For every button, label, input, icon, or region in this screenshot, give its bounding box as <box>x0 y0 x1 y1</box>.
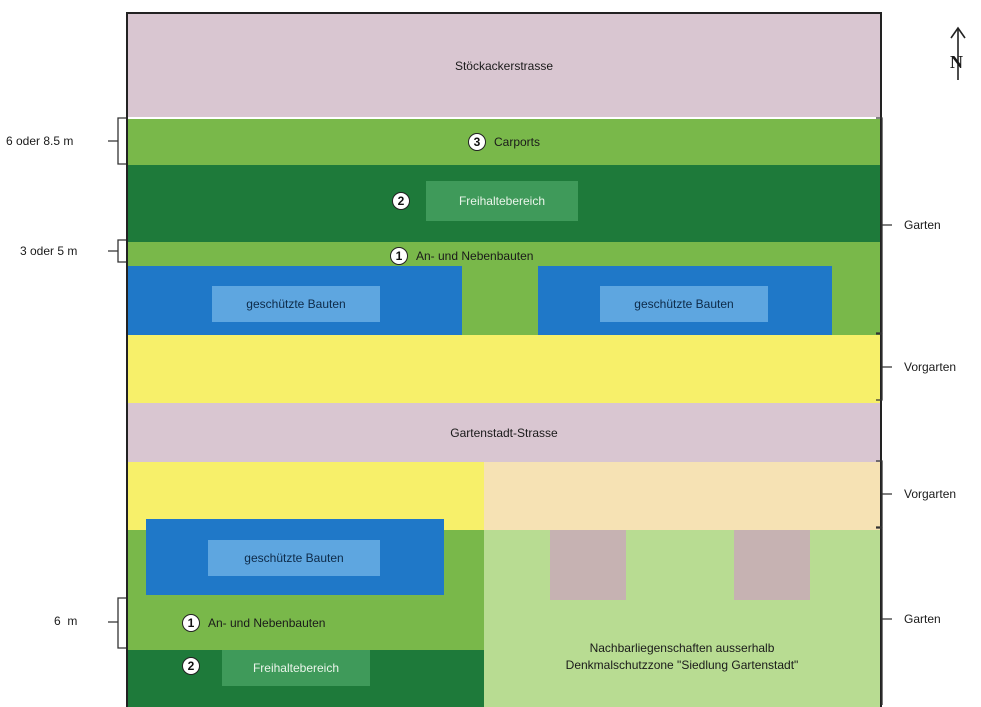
number-badge-1-top: 1 <box>390 247 408 265</box>
freihalte-label-top: Freihaltebereich <box>458 194 546 208</box>
right-bracket-garten-top <box>876 117 892 334</box>
neighbor-house-2 <box>734 530 810 600</box>
freihalte-label-box-top: Freihaltebereich <box>426 181 578 221</box>
protected-label-box-top-left: geschützte Bauten <box>212 286 380 322</box>
neighbor-text-line1: Nachbarliegenschaften ausserhalb <box>589 641 775 655</box>
zone-label-garten-top: Garten <box>904 218 941 232</box>
anbauten-row-bottom: 1 An- und Nebenbauten <box>182 614 325 632</box>
anbauten-label-bottom: An- und Nebenbauten <box>208 616 326 630</box>
vorgarten-zone-bottom-right <box>484 462 880 530</box>
site-plan: Stöckackerstrasse 3 Carports 2 Freihalte… <box>126 12 882 707</box>
zone-label-vorgarten-top: Vorgarten <box>904 360 957 374</box>
dimension-label-1: 6 oder 8.5 m <box>6 134 74 148</box>
right-bracket-vorgarten-bottom <box>876 460 892 528</box>
number-badge-1-bottom: 1 <box>182 614 200 632</box>
right-bracket-garten-bottom <box>876 527 892 705</box>
street-gartenstadt: Gartenstadt-Strasse <box>128 403 880 462</box>
protected-label-bottom: geschützte Bauten <box>244 551 344 565</box>
street-label-middle: Gartenstadt-Strasse <box>450 425 558 440</box>
anbauten-label-top: An- und Nebenbauten <box>416 249 534 263</box>
neighbor-text-line2: Denkmalschutzzone "Siedlung Gartenstadt" <box>565 658 799 672</box>
right-bracket-vorgarten-top <box>876 333 892 401</box>
protected-label-box-top-right: geschützte Bauten <box>600 286 768 322</box>
carports-label: Carports <box>493 135 540 149</box>
protected-label-top-right: geschützte Bauten <box>634 297 734 311</box>
protected-label-box-bottom: geschützte Bauten <box>208 540 380 576</box>
zone-label-garten-bottom: Garten <box>904 612 941 626</box>
number-badge-2-top: 2 <box>392 192 410 210</box>
street-stoeckacker: Stöckackerstrasse <box>128 14 880 117</box>
street-label-top: Stöckackerstrasse <box>454 58 554 73</box>
vorgarten-zone-bottom-left <box>128 462 484 530</box>
carports-zone: 3 Carports <box>128 119 880 165</box>
left-bracket-2 <box>108 239 126 263</box>
north-arrow-icon: N <box>946 26 970 82</box>
freihalte-label-box-bottom: Freihaltebereich <box>222 650 370 686</box>
dimension-label-2: 3 oder 5 m <box>20 244 78 258</box>
protected-label-top-left: geschützte Bauten <box>246 297 346 311</box>
neighbor-house-1 <box>550 530 626 600</box>
number-badge-3: 3 <box>467 133 486 151</box>
anbauten-row-top: 1 An- und Nebenbauten <box>390 247 533 265</box>
vorgarten-zone-top <box>128 335 880 403</box>
left-bracket-1 <box>108 117 126 165</box>
left-bracket-3 <box>108 597 126 649</box>
north-arrow-label: N <box>950 52 963 72</box>
zone-label-vorgarten-bottom: Vorgarten <box>904 487 957 501</box>
number-badge-2-bottom: 2 <box>182 657 200 675</box>
dimension-label-3: 6 m <box>54 614 78 628</box>
freihalte-label-bottom: Freihaltebereich <box>252 661 340 675</box>
neighbor-text: Nachbarliegenschaften ausserhalb Denkmal… <box>484 640 880 674</box>
